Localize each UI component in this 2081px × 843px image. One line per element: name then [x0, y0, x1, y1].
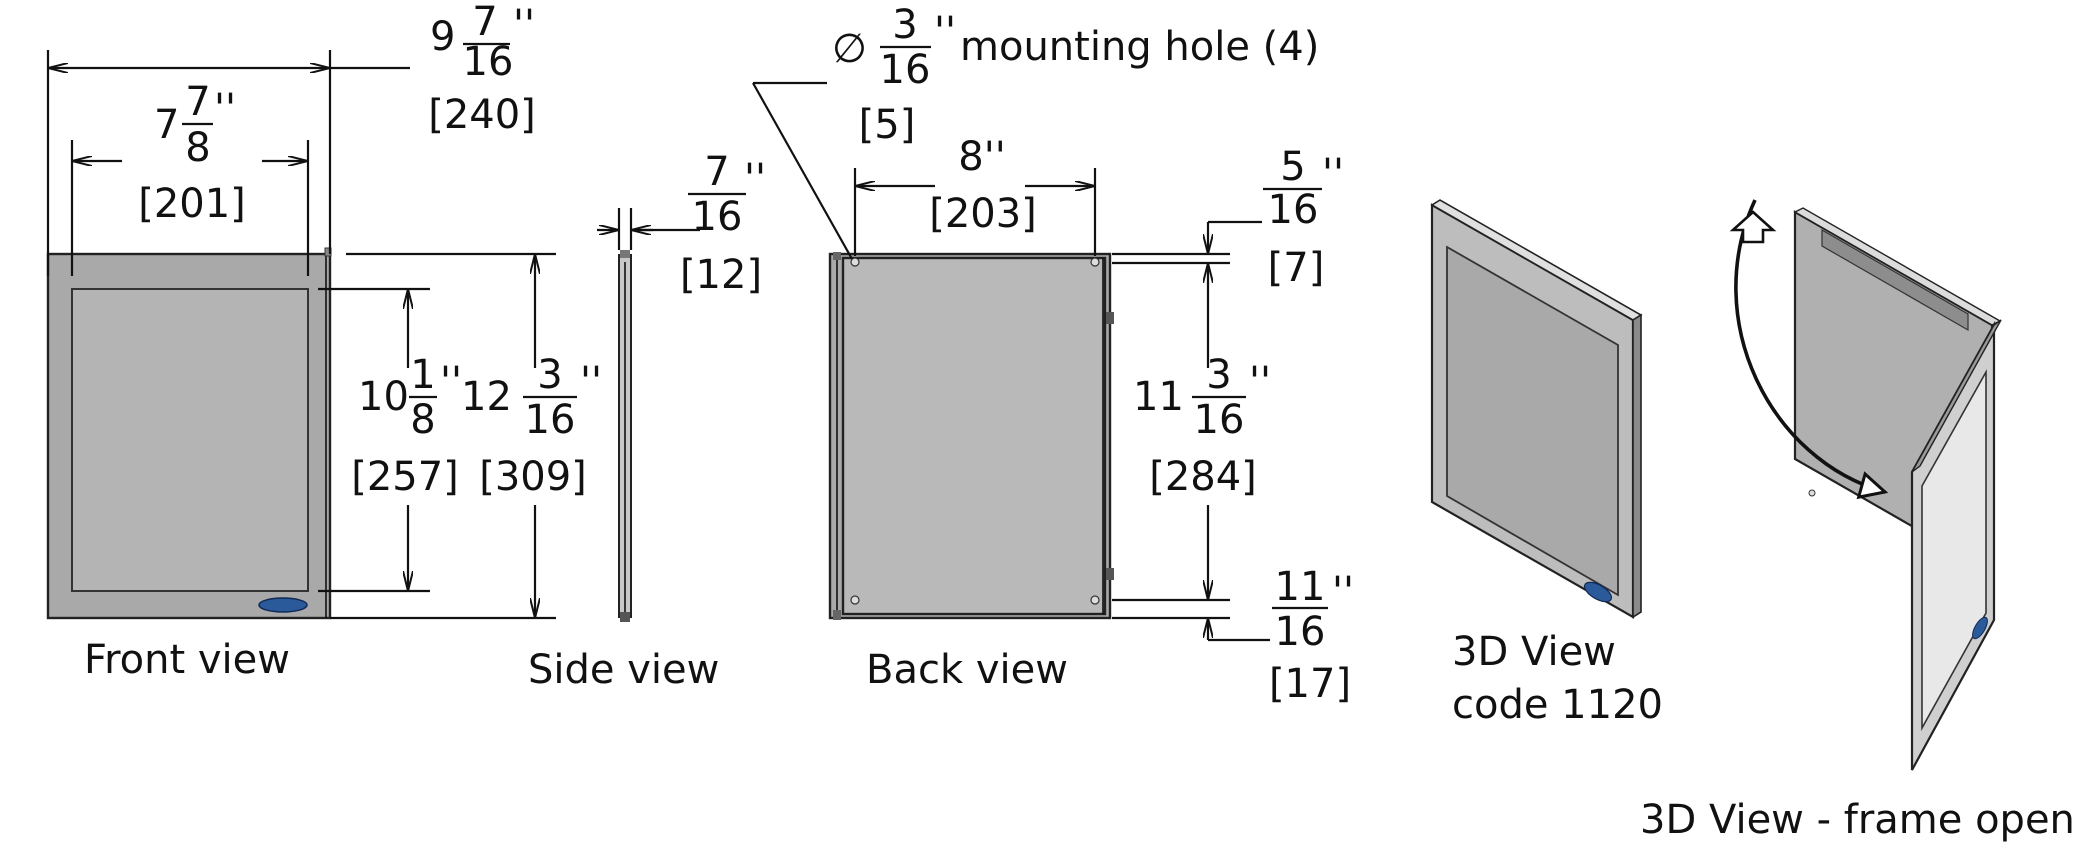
dim-unit: ''	[1332, 569, 1354, 615]
open-direction-arrow	[1734, 199, 1889, 500]
mounting-hole	[850, 595, 860, 605]
dim-front-inner-height: 10 1 8 '' [257]	[318, 287, 462, 593]
front-poster-area	[71, 288, 309, 592]
dim-whole: 7	[154, 102, 179, 148]
label-frame-open: 3D View - frame open	[1640, 797, 2075, 843]
dim-numerator: 7	[185, 79, 210, 125]
dim-numerator: 3	[892, 2, 917, 48]
back-view	[828, 252, 1114, 620]
iso-view-open	[1729, 199, 2002, 771]
dim-denominator: 8	[410, 397, 435, 443]
dim-numerator: 7	[704, 149, 729, 195]
dim-numerator: 1	[410, 352, 435, 398]
dim-whole: 12	[461, 374, 512, 420]
dim-back-hole-width: 8'' [203]	[853, 134, 1097, 256]
dim-unit: ''	[1249, 359, 1271, 405]
dim-mm: [12]	[680, 252, 762, 298]
dim-numerator: 3	[1206, 352, 1231, 398]
label-iso-line1: 3D View	[1452, 629, 1616, 675]
label-side-view: Side view	[528, 647, 719, 693]
dim-numerator: 3	[537, 352, 562, 398]
dim-whole: 9	[430, 14, 455, 60]
hole-description: mounting hole (4)	[960, 24, 1319, 70]
dim-numerator: 7	[472, 0, 497, 45]
dim-side-depth: 7 16 '' [12]	[597, 149, 766, 298]
dim-mm: [309]	[479, 454, 587, 500]
dim-whole: 11	[1133, 374, 1184, 420]
mounting-hole	[1090, 257, 1100, 267]
dim-unit: ''	[934, 9, 956, 55]
dim-unit: ''	[440, 359, 462, 405]
dim-unit: ''	[214, 86, 236, 132]
dim-denominator: 8	[185, 125, 210, 171]
label-iso-line2: code 1120	[1452, 682, 1663, 728]
dim-mm: [201]	[138, 181, 246, 227]
mounting-hole	[1090, 595, 1100, 605]
dim-unit: ''	[580, 359, 602, 405]
mounting-hole	[850, 257, 860, 267]
dim-mm: [257]	[351, 454, 459, 500]
dim-value: 8''	[958, 134, 1005, 180]
dim-mounting-hole: ∅ 3 16 '' mounting hole (4) [5]	[752, 2, 1319, 260]
dim-back-top-offset: 5 16 '' [7]	[1112, 144, 1344, 291]
dim-mm: [240]	[428, 92, 536, 138]
logo-badge	[1583, 581, 1613, 603]
dim-denominator: 16	[1194, 397, 1245, 443]
dim-back-bottom-offset: 11 16 '' [17]	[1112, 564, 1354, 707]
dim-whole: 10	[358, 374, 409, 420]
iso-view-closed	[1430, 199, 1643, 619]
dim-unit: ''	[513, 2, 535, 48]
front-view	[46, 247, 332, 620]
hole-symbol: ∅	[832, 26, 867, 72]
dim-front-inner-width: 7 7 8 '' [201]	[70, 79, 310, 276]
dim-back-hole-height: 11 3 16 '' [284]	[1133, 263, 1271, 600]
label-front-view: Front view	[84, 637, 290, 683]
dim-mm: [7]	[1268, 245, 1325, 291]
dim-unit: ''	[1322, 151, 1344, 197]
dim-denominator: 16	[1268, 187, 1319, 233]
dim-mm: [203]	[929, 191, 1037, 237]
dim-numerator: 11	[1275, 564, 1326, 610]
dim-front-outer-width: 9 7 16 '' [240]	[46, 0, 536, 276]
dim-mm: [284]	[1149, 454, 1257, 500]
dim-denominator: 16	[525, 397, 576, 443]
lift-arrow-icon	[1729, 210, 1777, 244]
logo-badge	[258, 597, 308, 613]
dim-unit: ''	[744, 156, 766, 202]
dim-front-outer-height: 12 3 16 '' [309]	[330, 252, 602, 620]
dim-denominator: 16	[692, 194, 743, 240]
dim-denominator: 16	[463, 39, 514, 85]
dim-denominator: 16	[1275, 609, 1326, 655]
label-back-view: Back view	[866, 647, 1068, 693]
dim-mm: [17]	[1269, 661, 1351, 707]
dim-mm: [5]	[859, 102, 916, 148]
dim-denominator: 16	[880, 47, 931, 93]
dim-numerator: 5	[1280, 144, 1305, 190]
side-view	[618, 250, 632, 622]
